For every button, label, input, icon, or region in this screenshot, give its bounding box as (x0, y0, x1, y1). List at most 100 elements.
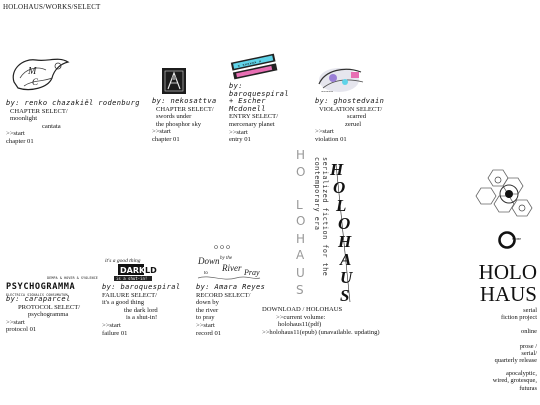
svg-text:is a shut-in!: is a shut-in! (116, 276, 147, 281)
work-card-psychogramma: DEMPA & HOVER & SYOLENCE PSYCHOGRAMMA EL… (6, 275, 98, 334)
entry-link[interactable]: record 01 (196, 329, 222, 337)
gray-letter: L (296, 198, 303, 212)
svg-text:by the: by the (220, 256, 233, 261)
gray-letter: O (296, 214, 306, 228)
swords-under-phosphor-sky-logo[interactable] (161, 67, 187, 95)
breadcrumb: HOLOHAUS/WORKS/SELECT (3, 3, 101, 11)
entry-link[interactable]: protocol 01 (6, 326, 37, 334)
brand-line: HOLO (478, 260, 537, 284)
entry-link[interactable]: chapter 01 (152, 135, 180, 143)
select-label: RECORD SELECT/ (196, 291, 251, 299)
start-link[interactable]: >>start (229, 128, 248, 136)
select-label: PROTOCOL SELECT/ (18, 303, 81, 311)
work-title-line: the phosphor sky (156, 120, 202, 128)
psychogramma-logo-top: DEMPA & HOVER & SYOLENCE (47, 276, 98, 280)
work-title-line: psychogramma (28, 311, 69, 319)
svg-text:it's a good thing: it's a good thing (105, 258, 141, 264)
epub-download-link[interactable]: >>holohaus11(epub) (unavailable. updatin… (262, 328, 380, 336)
entry-link[interactable]: violation 01 (315, 135, 347, 143)
author-label: by: baroquespiral (102, 283, 181, 291)
author-label: baroquespiral (229, 89, 289, 98)
slash-line-decoration (335, 163, 351, 303)
svg-text:C: C (32, 77, 39, 87)
home-button[interactable]: HOME (497, 230, 521, 250)
select-label: VIOLATION SELECT/ (319, 105, 383, 113)
scarred-zeruel-logo[interactable]: ~~~~~ (315, 62, 367, 96)
work-title-line: to pray (196, 314, 215, 322)
gray-letter: H (296, 232, 306, 246)
entry-link[interactable]: entry 01 (229, 136, 251, 144)
start-link[interactable]: >>start (196, 321, 215, 329)
svg-text:Pray: Pray (243, 268, 260, 277)
author-label: by: caraparcel (6, 295, 71, 303)
psychogramma-logo-bottom: ELECTRICA SIGNALIS CONSUMATUM (6, 292, 68, 297)
work-card-dark-lord-shut-in: it's a good thing DARK LD is a shut-in! … (102, 255, 194, 337)
work-title-line: moonlight (10, 115, 38, 123)
sidebar-description: serial fiction project online prose / se… (457, 307, 537, 392)
holohaus-emblem (473, 168, 535, 220)
work-card-swords-under-the-phosphor-sky: by: nekosattva CHAPTER SELECT/ swords un… (152, 67, 228, 144)
work-title-line: swords under (156, 113, 192, 121)
desc-line: fiction project (500, 314, 537, 322)
start-link[interactable]: >>start (102, 321, 121, 329)
entry-link[interactable]: chapter 01 (6, 137, 34, 145)
format-line: serial/ (521, 349, 537, 357)
genre-line: apocalyptic, (505, 370, 537, 378)
svg-text:to: to (204, 271, 208, 276)
work-card-mercenary-planet: × ×××××× × by: baroquespiral + Escher Mc… (229, 52, 311, 144)
tagline-vertical: serialized fiction for the contemporary … (313, 157, 329, 277)
svg-text:M: M (27, 66, 37, 77)
moonlight-cantata-logo[interactable]: M C (8, 52, 74, 96)
author-label: by: nekosattva (152, 97, 217, 105)
work-title-line: the river (196, 306, 219, 314)
gray-letter: H (296, 148, 306, 162)
svg-text:River: River (221, 263, 242, 273)
select-label: CHAPTER SELECT/ (10, 107, 68, 115)
bold-letter: H (338, 232, 352, 251)
svg-text:LD: LD (145, 266, 157, 275)
bold-letter: O (333, 178, 346, 197)
bold-letter: O (338, 214, 351, 233)
select-label: ENTRY SELECT/ (229, 113, 279, 121)
pdf-download-link[interactable]: holohaus11(pdf) (278, 321, 322, 329)
brand-line: HAUS (479, 282, 537, 306)
start-link[interactable]: >>start (152, 128, 171, 136)
work-card-down-by-the-river: Down by the River to Pray by: Amara Reye… (196, 242, 282, 337)
select-label: CHAPTER SELECT/ (156, 105, 214, 113)
current-volume-label: >>current volume: (276, 313, 326, 321)
svg-text:Down: Down (197, 256, 220, 266)
svg-text:× ×××××× ×: × ×××××× × (237, 58, 262, 68)
start-link[interactable]: >>start (6, 130, 25, 138)
gray-letter: A (296, 248, 305, 262)
bold-letter: S (340, 286, 350, 305)
entry-link[interactable]: failure 01 (102, 329, 128, 337)
format-line: quarterly release (494, 357, 537, 365)
author-label: by: ghostedvain (315, 97, 385, 105)
mercenary-planet-logo[interactable]: × ×××××× × (229, 52, 279, 80)
start-link[interactable]: >>start (315, 128, 334, 136)
author-label: + Escher (229, 97, 266, 106)
genre-line: futuras (519, 384, 537, 392)
author-label: Mcdonell (229, 104, 266, 113)
work-card-moonlight-cantata: M C by: renko chazakiël rodenburg CHAPTE… (6, 52, 148, 146)
svg-text:~~~~~: ~~~~~ (321, 89, 334, 94)
work-title-line: down by (196, 299, 219, 307)
work-card-scarred-zeruel: ~~~~~ by: ghostedvain VIOLATION SELECT/ … (315, 62, 415, 144)
dark-lord-logo[interactable]: it's a good thing DARK LD is a shut-in! (104, 255, 160, 283)
online-label: online (521, 328, 537, 336)
svg-text:DARK: DARK (120, 266, 146, 275)
select-label: FAILURE SELECT/ (102, 291, 158, 299)
psychogramma-logo-text: PSYCHOGRAMMA (6, 281, 76, 292)
format-line: prose / (519, 342, 537, 350)
home-ring-icon (498, 231, 516, 249)
psychogramma-logo[interactable]: DEMPA & HOVER & SYOLENCE PSYCHOGRAMMA EL… (6, 275, 98, 297)
down-by-the-river-logo[interactable]: Down by the River to Pray (196, 242, 262, 284)
gray-letter: O (296, 165, 306, 179)
holohaus-bold-letters[interactable]: H O L O H A U S (328, 160, 354, 306)
start-link[interactable]: >>start (6, 318, 25, 326)
author-label: by: (229, 82, 243, 90)
work-title-line: it's a good thing (102, 299, 145, 307)
brand-title: HOLO HAUS (479, 261, 537, 305)
work-title-line: the dark lord (124, 306, 158, 314)
work-title-line: cantata (42, 122, 61, 130)
